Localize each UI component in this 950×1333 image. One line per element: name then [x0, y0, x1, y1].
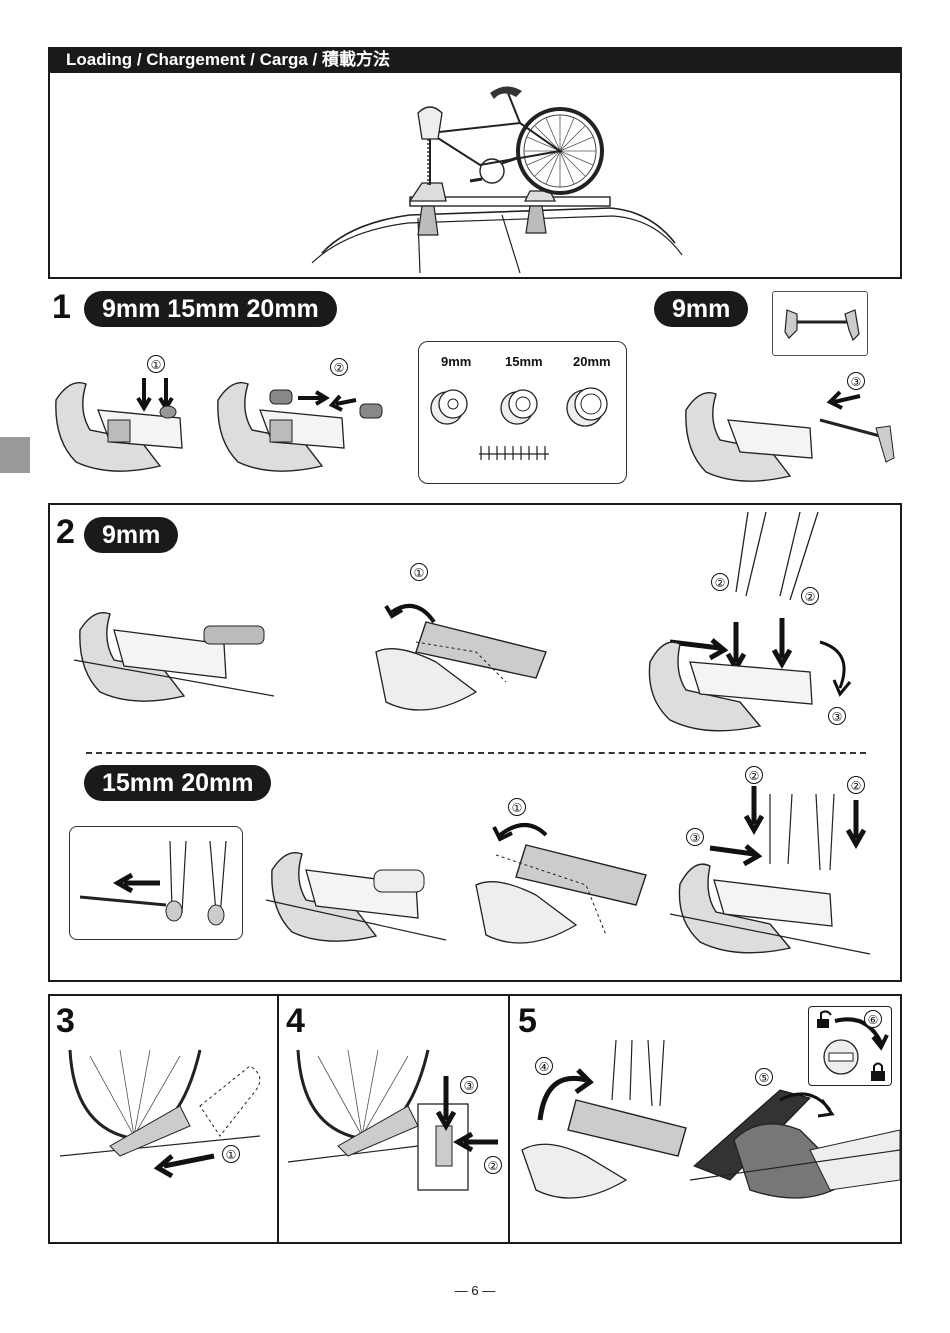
step-divider-3-4: [277, 994, 279, 1244]
lock-icon: [871, 1064, 885, 1082]
step-2-9mm-illustration-b: [366, 582, 556, 722]
through-axle-icon: [773, 292, 869, 357]
adapter-size-box: 9mm 15mm 20mm: [418, 341, 627, 484]
section-header: Loading / Chargement / Carga / 積載方法: [48, 47, 902, 73]
step-4-number: 4: [286, 1004, 305, 1038]
step-5-marker-5: ⑤: [755, 1068, 773, 1086]
step-1-9mm-holder-illustration: [680, 380, 910, 490]
step-2-divider: [86, 752, 866, 754]
step-2-15mm-illustration-c: [670, 784, 870, 974]
unlock-icon: [817, 1011, 831, 1028]
step-4-illustration: [288, 1046, 503, 1196]
adapter-rings-illustration: [419, 342, 628, 485]
step-2-15-20mm-pill: 15mm 20mm: [84, 765, 271, 801]
step-2-9mm-illustration-c: [640, 512, 860, 752]
step-1-holder-illustration-a: [50, 370, 200, 480]
axle-removal-box: [69, 826, 243, 940]
step-5-marker-6: ⑥: [864, 1010, 882, 1028]
step-5-marker-4: ④: [535, 1057, 553, 1075]
step-5-illustration-b: [690, 1070, 900, 1210]
page-number: — 6 —: [0, 1283, 950, 1298]
step-2-15mm-marker-2a: ②: [745, 766, 763, 784]
step-2-9mm-pill: 9mm: [84, 517, 178, 553]
step-1-size-pill: 9mm 15mm 20mm: [84, 291, 337, 327]
step-2-15mm-illustration-b: [466, 815, 656, 955]
step-4-marker-3: ③: [460, 1076, 478, 1094]
step-4-marker-2: ②: [484, 1156, 502, 1174]
step-2-15mm-illustration-a: [266, 840, 446, 960]
step-2-9mm-illustration-a: [74, 600, 274, 720]
step-1-holder-illustration-b: [212, 370, 392, 480]
axle-removal-illustration: [70, 827, 244, 941]
bicycle-on-roof-illustration: [50, 73, 904, 279]
step-3-marker-1: ①: [222, 1145, 240, 1163]
step-3-number: 3: [56, 1004, 75, 1038]
step-2-number: 2: [56, 515, 75, 549]
step-1-number: 1: [52, 290, 71, 324]
overview-illustration-box: [48, 73, 902, 279]
step-2-15mm-marker-1: ①: [508, 798, 526, 816]
step-divider-4-5: [508, 994, 510, 1244]
step-3-illustration: [60, 1046, 270, 1186]
step-1-9mm-pill: 9mm: [654, 291, 748, 327]
step-2-9mm-marker-1: ①: [410, 563, 428, 581]
axle-thumbnail-box: [772, 291, 868, 356]
step-5-number: 5: [518, 1004, 537, 1038]
section-side-tab: [0, 437, 30, 473]
